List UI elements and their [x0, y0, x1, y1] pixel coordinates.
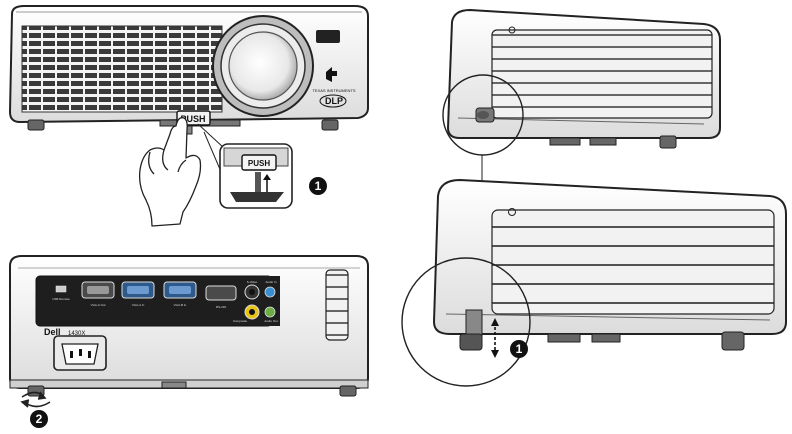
- rear-foot-bottom: [721, 331, 745, 351]
- model-number: 1430X: [68, 331, 85, 337]
- projector-side-view-top: [446, 8, 721, 149]
- svg-text:VGA-A In: VGA-A In: [132, 303, 145, 307]
- svg-text:RS-232: RS-232: [216, 305, 227, 309]
- usb-remote-port: [55, 285, 67, 293]
- projector-side-view-bottom: [432, 178, 787, 358]
- rear-vent: [325, 269, 349, 341]
- svg-text:1: 1: [516, 342, 523, 356]
- step-1-callout-right: 1: [510, 340, 528, 358]
- svg-text:1: 1: [315, 179, 322, 193]
- right-front-foot: [321, 119, 339, 131]
- svg-text:USB Remote: USB Remote: [52, 297, 70, 301]
- svg-text:S-Video: S-Video: [247, 280, 258, 284]
- dell-logo: Dell: [44, 327, 61, 337]
- svg-text:TEXAS INSTRUMENTS: TEXAS INSTRUMENTS: [312, 88, 355, 93]
- magnifier-top: [442, 74, 524, 156]
- audio-out-port: [264, 306, 276, 318]
- svg-text:Audio Out: Audio Out: [264, 319, 278, 323]
- svg-text:Audio In: Audio In: [265, 280, 276, 284]
- left-front-foot: [27, 119, 45, 131]
- push-label: PUSH: [180, 114, 205, 124]
- audio-in-port: [264, 286, 276, 298]
- hand-illustration: [138, 117, 202, 227]
- magnifier-bottom: [401, 257, 531, 387]
- dlp-logo: DLP: [319, 94, 347, 108]
- svg-text:VGA-A Out: VGA-A Out: [91, 303, 106, 307]
- rotation-arrow-icon: [20, 391, 51, 408]
- push-label-zoom: PUSH: [248, 159, 270, 168]
- rs232-port: [205, 285, 237, 301]
- step-2-callout: 2: [30, 410, 48, 428]
- ir-sensor: [316, 30, 340, 43]
- texas-instruments-logo: TEXAS INSTRUMENTS: [312, 67, 356, 93]
- step-1-callout: 1: [309, 177, 327, 195]
- extended-elevator-foot: [459, 333, 483, 351]
- right-rear-foot: [339, 385, 357, 397]
- svg-text:2: 2: [36, 412, 43, 426]
- svg-text:Composite: Composite: [233, 319, 248, 323]
- projector-rear-view: USB Remote VGA-A Out VGA-A In VGA-B In R…: [9, 255, 369, 397]
- svg-text:DLP: DLP: [325, 96, 343, 106]
- projector-front-view: TEXAS INSTRUMENTS DLP PUSH: [8, 5, 369, 135]
- svg-text:VGA-B In: VGA-B In: [174, 303, 187, 307]
- push-button-detail: PUSH: [219, 143, 293, 209]
- rear-foot-top: [659, 135, 677, 149]
